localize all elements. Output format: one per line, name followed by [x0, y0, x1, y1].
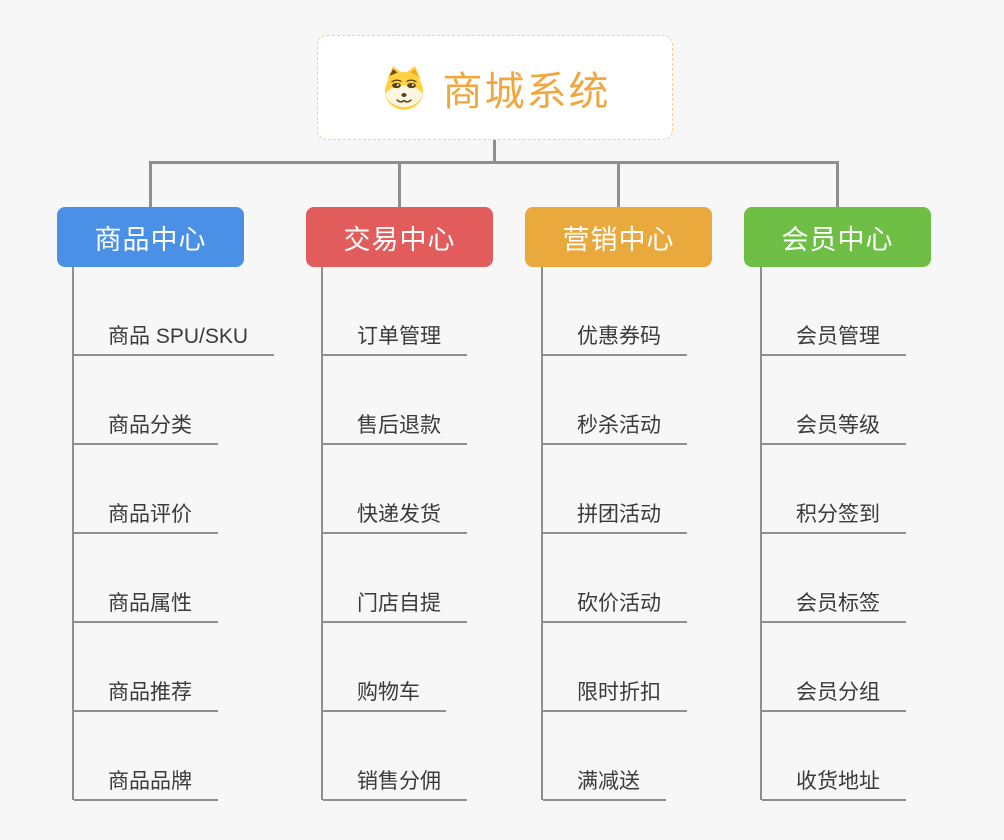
branch-trunk-trade: 订单管理 售后退款 快递发货 门店自提 购物车 销售分佣	[321, 267, 563, 801]
leaf-item[interactable]: 拼团活动	[543, 498, 687, 534]
branch-node-trade-center[interactable]: 交易中心	[306, 207, 493, 267]
branch-trunk-product: 商品 SPU/SKU 商品分类 商品评价 商品属性 商品推荐 商品品牌	[72, 267, 314, 801]
leaf-item[interactable]: 秒杀活动	[543, 409, 687, 445]
leaf-item[interactable]: 会员管理	[762, 320, 906, 356]
dog-face-icon	[384, 65, 423, 110]
leaf-item[interactable]: 积分签到	[762, 498, 906, 534]
connector-drop-product	[149, 161, 152, 208]
leaf-item[interactable]: 满减送	[543, 765, 666, 801]
leaf-item[interactable]: 商品品牌	[74, 765, 218, 801]
leaf-item[interactable]: 限时折扣	[543, 676, 687, 712]
branch-trunk-member: 会员管理 会员等级 积分签到 会员标签 会员分组 收货地址	[760, 267, 1002, 801]
leaf-item[interactable]: 收货地址	[762, 765, 906, 801]
connector-root-stub	[493, 140, 496, 163]
leaf-item[interactable]: 会员标签	[762, 587, 906, 623]
leaf-item[interactable]: 商品推荐	[74, 676, 218, 712]
leaf-item[interactable]: 商品分类	[74, 409, 218, 445]
leaf-item[interactable]: 商品评价	[74, 498, 218, 534]
connector-drop-member	[836, 161, 839, 208]
leaf-item[interactable]: 快递发货	[323, 498, 467, 534]
connector-drop-trade	[398, 161, 401, 208]
root-node-mall-system[interactable]: 商城系统	[317, 35, 673, 140]
leaf-item[interactable]: 会员分组	[762, 676, 906, 712]
leaf-item[interactable]: 砍价活动	[543, 587, 687, 623]
connector-drop-marketing	[617, 161, 620, 208]
leaf-item[interactable]: 商品 SPU/SKU	[74, 320, 275, 356]
leaf-item[interactable]: 门店自提	[323, 587, 467, 623]
branch-node-member-center[interactable]: 会员中心	[744, 207, 931, 267]
branch-node-product-center[interactable]: 商品中心	[57, 207, 244, 267]
leaf-item[interactable]: 商品属性	[74, 587, 218, 623]
branch-trunk-marketing: 优惠券码 秒杀活动 拼团活动 砍价活动 限时折扣 满减送	[541, 267, 783, 801]
leaf-item[interactable]: 优惠券码	[543, 320, 687, 356]
leaf-item[interactable]: 售后退款	[323, 409, 467, 445]
branch-node-marketing-center[interactable]: 营销中心	[525, 207, 712, 267]
leaf-item[interactable]: 销售分佣	[323, 765, 467, 801]
leaf-item[interactable]: 购物车	[323, 676, 446, 712]
root-title: 商城系统	[442, 69, 611, 114]
leaf-item[interactable]: 订单管理	[323, 320, 467, 356]
connector-bus	[149, 161, 839, 164]
leaf-item[interactable]: 会员等级	[762, 409, 906, 445]
